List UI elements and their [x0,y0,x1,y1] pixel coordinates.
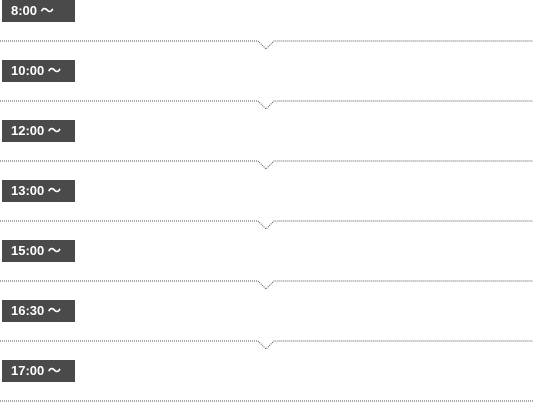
divider-arrow-2 [0,100,533,110]
divider-3 [0,156,533,170]
divider-5 [0,276,533,290]
divider-arrow-4 [0,220,533,230]
divider-2 [0,96,533,110]
time-badge-6: 16:30 〜 [2,300,75,322]
time-badge-2: 10:00 〜 [2,60,75,82]
time-badge-7: 17:00 〜 [2,360,75,382]
divider-line-7 [0,400,533,402]
time-badge-1: 8:00 〜 [2,0,75,22]
divider-4 [0,216,533,230]
time-badge-5: 15:00 〜 [2,240,75,262]
divider-arrow-5 [0,280,533,290]
divider-1 [0,36,533,50]
divider-arrow-6 [0,340,533,350]
divider-6 [0,336,533,350]
time-badge-4: 13:00 〜 [2,180,75,202]
time-badge-3: 12:00 〜 [2,120,75,142]
divider-arrow-3 [0,160,533,170]
divider-7 [0,396,533,410]
divider-arrow-1 [0,40,533,50]
